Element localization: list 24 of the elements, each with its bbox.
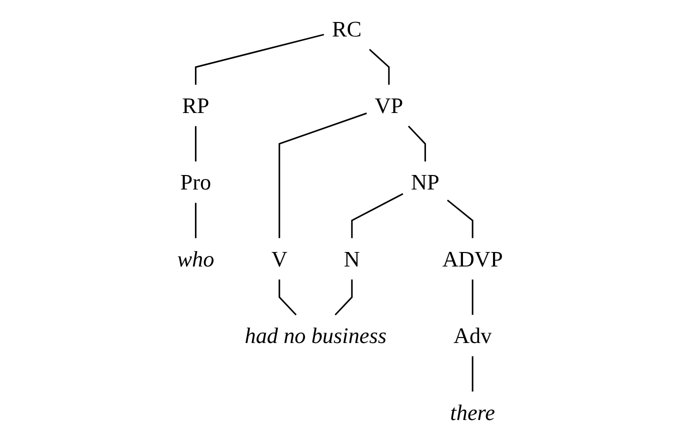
connector xyxy=(194,34,324,85)
connector xyxy=(194,126,196,162)
node-text: V xyxy=(271,246,288,272)
connector xyxy=(446,200,474,238)
node-text: RC xyxy=(332,16,362,42)
node-text: Adv xyxy=(453,322,492,348)
connector xyxy=(351,193,404,238)
node-text: Pro xyxy=(180,170,212,195)
node-text: RP xyxy=(182,92,210,118)
node-text: there xyxy=(450,400,495,425)
node-text: had no business xyxy=(244,322,387,348)
connector xyxy=(278,112,367,238)
node-text: NP xyxy=(411,170,440,195)
node-text: VP xyxy=(374,92,404,118)
node-text: ADVP xyxy=(442,246,503,272)
node-text: N xyxy=(344,246,360,272)
connector xyxy=(278,280,297,316)
connector xyxy=(334,280,353,316)
connector xyxy=(408,126,426,162)
connector xyxy=(472,280,474,315)
connector xyxy=(194,202,196,238)
connector xyxy=(472,356,474,392)
connector xyxy=(369,48,390,85)
node-text: who xyxy=(177,246,214,272)
